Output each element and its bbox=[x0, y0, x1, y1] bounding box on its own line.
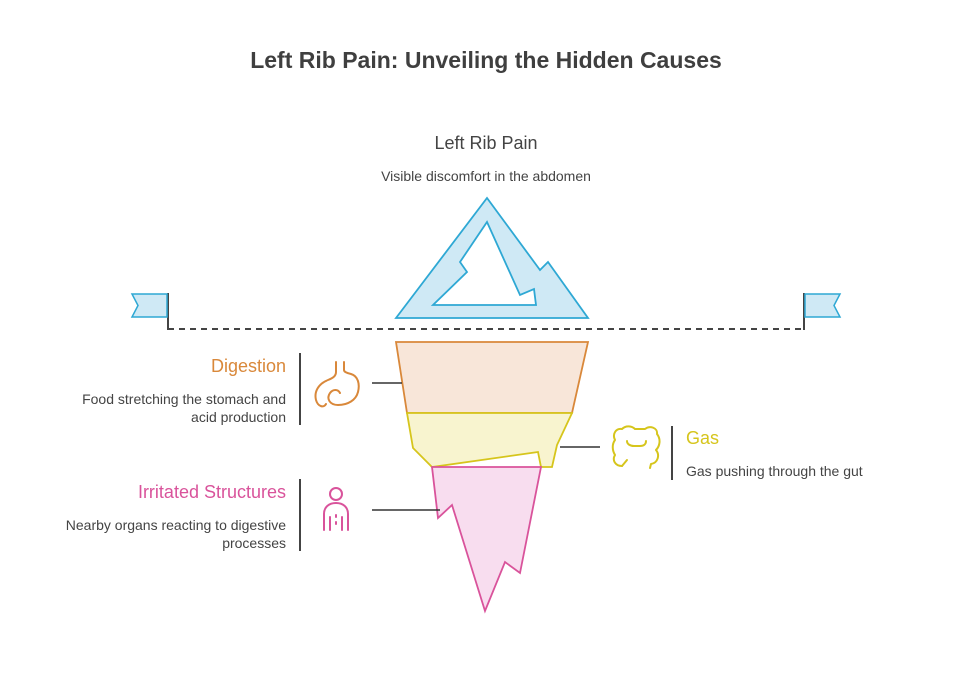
gas-description: Gas pushing through the gut bbox=[686, 463, 863, 479]
digestion-heading: Digestion bbox=[210, 356, 286, 376]
left-flag bbox=[130, 293, 169, 330]
digestion-description: Food stretching the stomach and acid pro… bbox=[82, 391, 286, 425]
person-icon bbox=[323, 487, 349, 531]
tip-title: Left Rib Pain bbox=[434, 133, 538, 153]
irritated-structures-heading: Irritated Structures bbox=[137, 482, 286, 502]
right-flag bbox=[803, 293, 842, 330]
irritated-structures-description: Nearby organs reacting to digestive proc… bbox=[65, 517, 286, 551]
digestion-layer bbox=[394, 341, 590, 414]
gas-heading: Gas bbox=[686, 428, 720, 448]
tip-description: Visible discomfort in the abdomen bbox=[381, 168, 591, 184]
intestine-icon bbox=[611, 425, 661, 469]
diagram-title: Left Rib Pain: Unveiling the Hidden Caus… bbox=[250, 47, 722, 73]
iceberg-tip bbox=[394, 196, 590, 319]
irritated-structures-layer bbox=[430, 466, 543, 614]
stomach-icon bbox=[314, 361, 360, 408]
gas-layer bbox=[405, 412, 574, 468]
